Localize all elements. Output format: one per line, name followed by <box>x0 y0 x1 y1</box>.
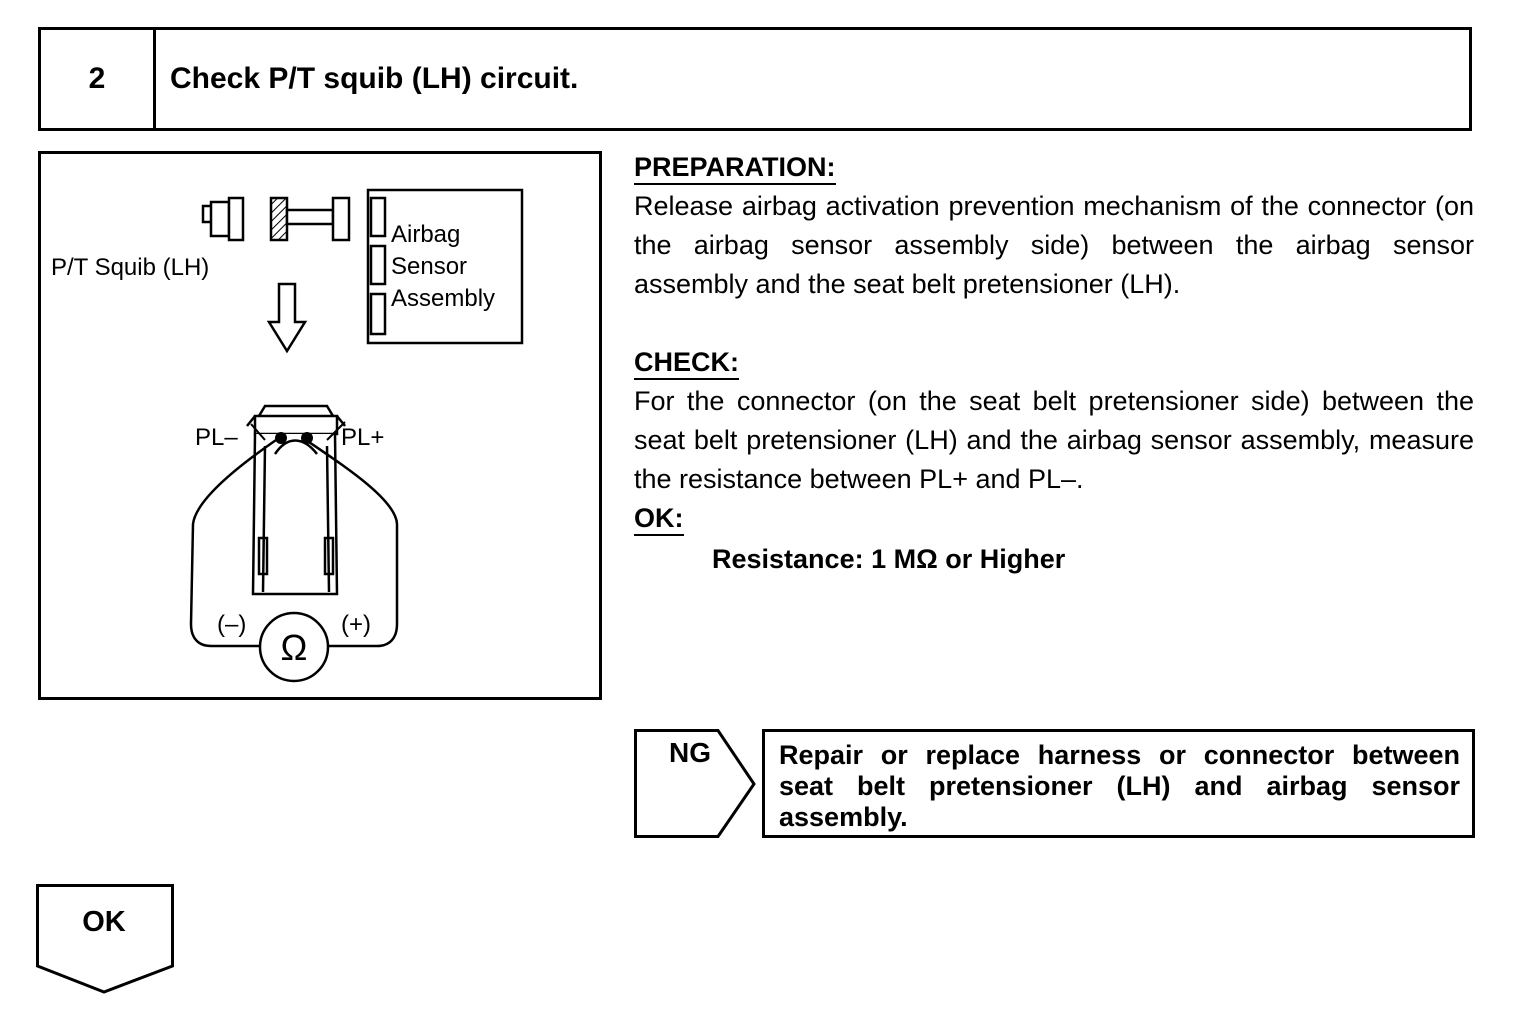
meter-minus-label: (–) <box>217 611 246 638</box>
test-lead-wires <box>189 436 399 648</box>
pretensioner-connector-icon <box>246 404 346 596</box>
terminal-minus-label: PL– <box>195 424 238 451</box>
connector-diagram: P/T Squib (LH) Airbag Sensor Assembly PL… <box>38 151 602 700</box>
ok-branch: OK <box>36 884 176 1001</box>
ok-label: OK <box>82 906 126 938</box>
ng-arrow-shape <box>634 729 756 838</box>
pin-pl-plus <box>301 432 313 444</box>
check-text: For the connector (on the seat belt pret… <box>634 386 1474 494</box>
instructions: PREPARATION: Release airbag activation p… <box>634 148 1474 579</box>
check-heading: CHECK: <box>634 346 739 380</box>
ng-label: NG <box>669 737 711 768</box>
harness-connector-icon <box>269 196 351 242</box>
sensor-label-line2: Sensor <box>391 253 467 280</box>
ok-arrow-shape <box>36 884 174 994</box>
step-title: Check P/T squib (LH) circuit. <box>170 62 579 95</box>
step-header: 2 Check P/T squib (LH) circuit. <box>38 27 1472 131</box>
meter-plus-label: (+) <box>341 611 371 638</box>
ng-branch: NG <box>634 729 758 844</box>
step-number: 2 <box>41 30 156 128</box>
ohmmeter-icon <box>258 611 330 683</box>
sensor-label-line3: Assembly <box>391 285 495 312</box>
down-arrow-icon <box>266 282 308 354</box>
pin-pl-minus <box>275 432 287 444</box>
preparation-text: Release airbag activation prevention mec… <box>634 191 1474 299</box>
airbag-sensor-box <box>366 188 524 345</box>
ok-heading: OK: <box>634 502 684 536</box>
terminal-plus-label: PL+ <box>341 424 384 451</box>
ok-spec-text: Resistance: 1 MΩ or Higher <box>712 544 1066 574</box>
preparation-heading: PREPARATION: <box>634 151 836 185</box>
ng-result-text: Repair or replace harness or connector b… <box>762 729 1475 838</box>
sensor-label-line1: Airbag <box>391 221 460 248</box>
connector-diagram-svg: P/T Squib (LH) Airbag Sensor Assembly PL… <box>51 188 524 683</box>
squib-connector-icon <box>201 196 245 242</box>
meter-symbol: Ω <box>281 627 308 668</box>
squib-label: P/T Squib (LH) <box>51 254 209 281</box>
